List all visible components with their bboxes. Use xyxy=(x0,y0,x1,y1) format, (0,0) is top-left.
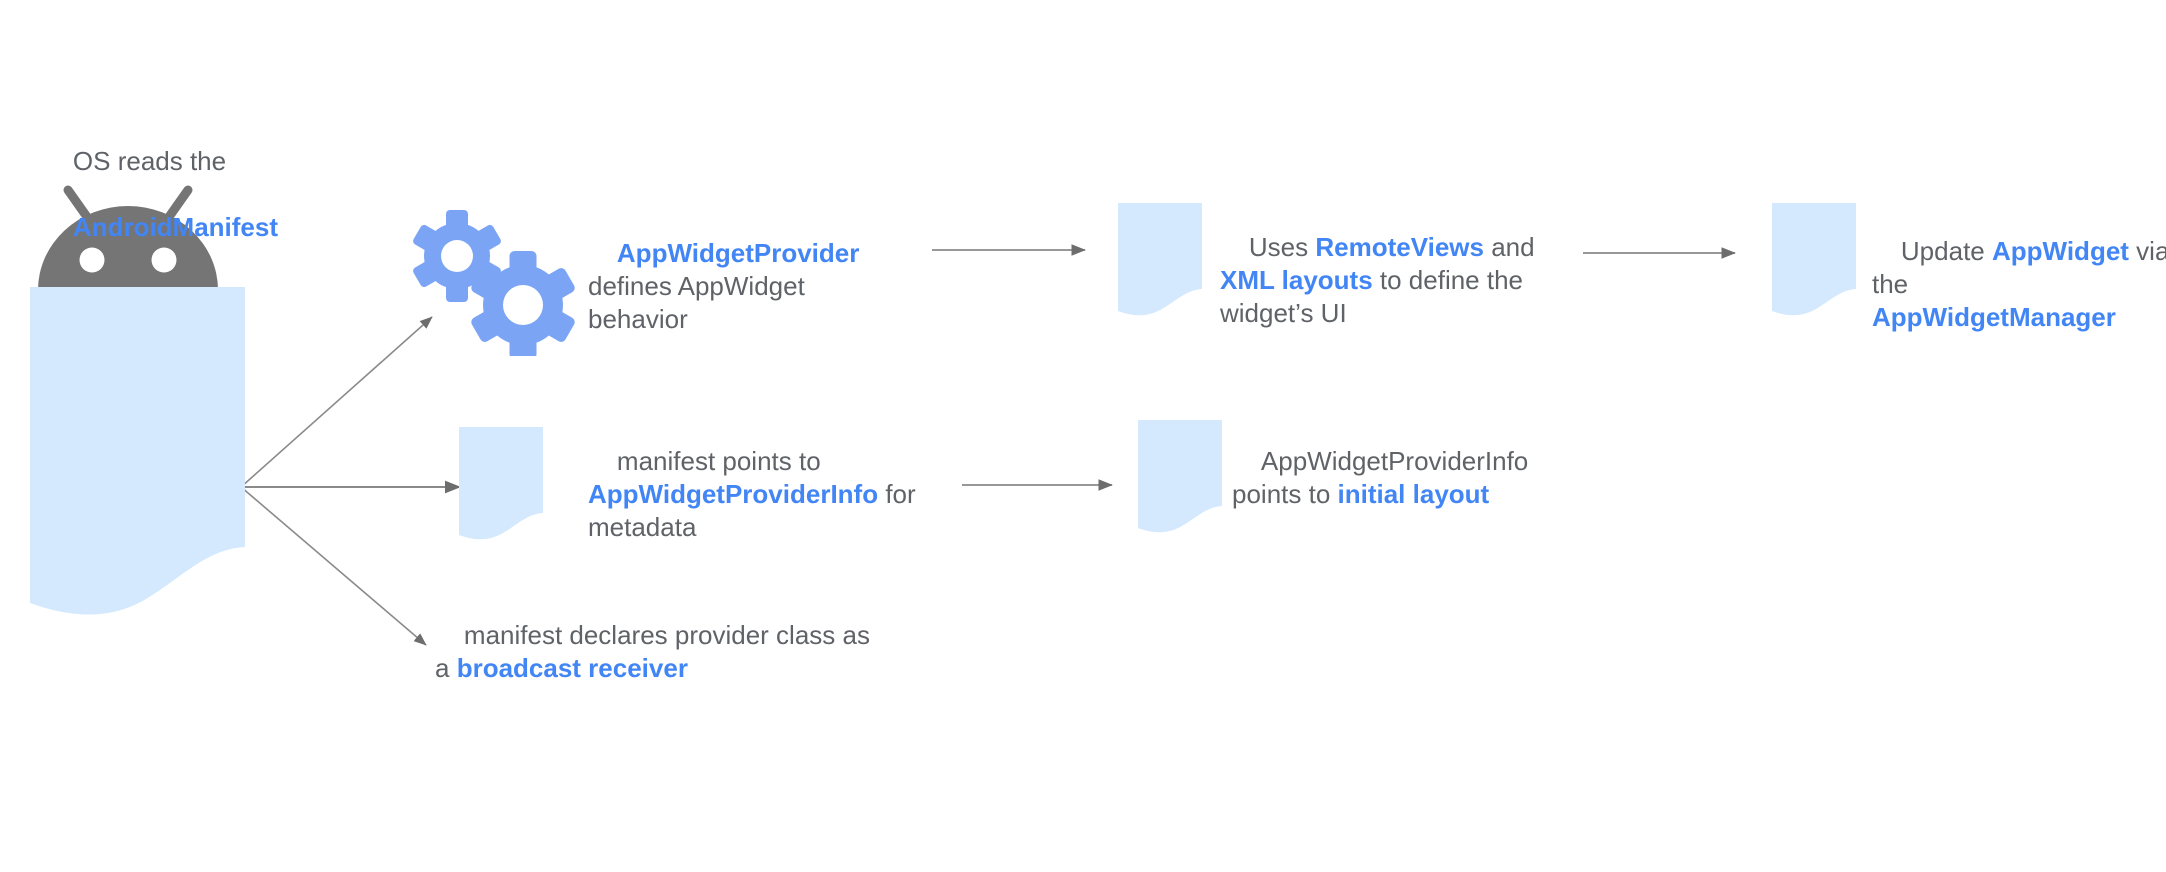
update-text-2: AppWidget xyxy=(1991,236,2129,266)
manifest-caption-line1: OS reads the xyxy=(72,146,227,176)
remoteviews-text-5: to define the widget’s UI xyxy=(1220,265,1524,328)
remoteviews-text-3: and xyxy=(1491,232,1535,262)
remoteviews-text-1: Uses xyxy=(1248,232,1316,262)
providerinfo-label: manifest points to AppWidgetProviderInfo… xyxy=(588,412,968,577)
manifest-caption: OS reads the AndroidManifest xyxy=(44,112,364,277)
providerinfo-text-1: manifest points to xyxy=(616,446,821,476)
initial-layout-document-shape xyxy=(1138,420,1222,533)
update-label: Update AppWidget via the AppWidgetManage… xyxy=(1872,202,2166,367)
initial-layout-label: AppWidgetProviderInfo points to initial … xyxy=(1232,412,1552,544)
broadcast-text-2: broadcast receiver xyxy=(456,653,688,683)
initial-layout-text-2: initial layout xyxy=(1337,479,1490,509)
remoteviews-label: Uses RemoteViews and XML layouts to defi… xyxy=(1220,198,1580,363)
remoteviews-document-shape xyxy=(1118,203,1202,316)
update-text-3: via the xyxy=(1872,236,2166,299)
providerinfo-text-3: for metadata xyxy=(588,479,916,542)
update-text-1: Update xyxy=(1900,236,1992,266)
update-document-shape xyxy=(1772,203,1856,316)
remoteviews-text-4: XML layouts xyxy=(1220,265,1373,295)
provider-label: AppWidgetProvider defines AppWidget beha… xyxy=(588,204,888,369)
android-robot-icon xyxy=(38,185,218,290)
remoteviews-text-2: RemoteViews xyxy=(1315,232,1484,262)
broadcast-text-1: manifest declares provider class as a xyxy=(435,620,870,683)
providerinfo-document-shape xyxy=(459,427,543,540)
update-text-4: AppWidgetManager xyxy=(1872,302,2116,332)
manifest-caption-line2: AndroidManifest xyxy=(72,212,279,242)
provider-label-body: defines AppWidget behavior xyxy=(588,271,805,334)
providerinfo-text-2: AppWidgetProviderInfo xyxy=(588,479,879,509)
initial-layout-text-1: AppWidgetProviderInfo points to xyxy=(1232,446,1529,509)
provider-label-title: AppWidgetProvider xyxy=(616,238,860,268)
gears-icon xyxy=(413,210,575,356)
broadcast-receiver-label: manifest declares provider class as a br… xyxy=(435,586,905,718)
manifest-document-shape xyxy=(30,287,245,615)
